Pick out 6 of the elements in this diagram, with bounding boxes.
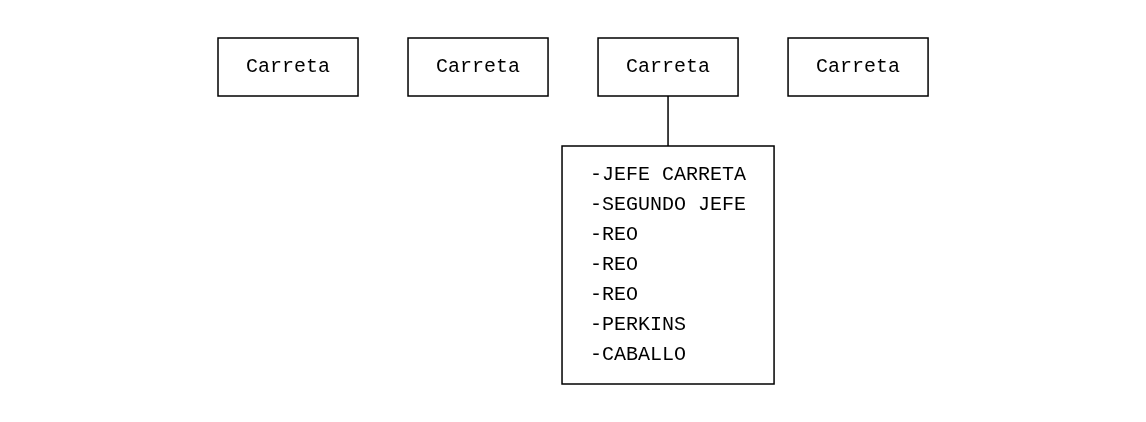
connector [667, 95, 669, 147]
node-box: Carreta [597, 37, 739, 97]
node-box: Carreta [217, 37, 359, 97]
node-box: Carreta [787, 37, 929, 97]
node-box: -JEFE CARRETA -SEGUNDO JEFE -REO -REO -REO -PERKINS -CABALLO [561, 145, 775, 385]
node-box: Carreta [407, 37, 549, 97]
